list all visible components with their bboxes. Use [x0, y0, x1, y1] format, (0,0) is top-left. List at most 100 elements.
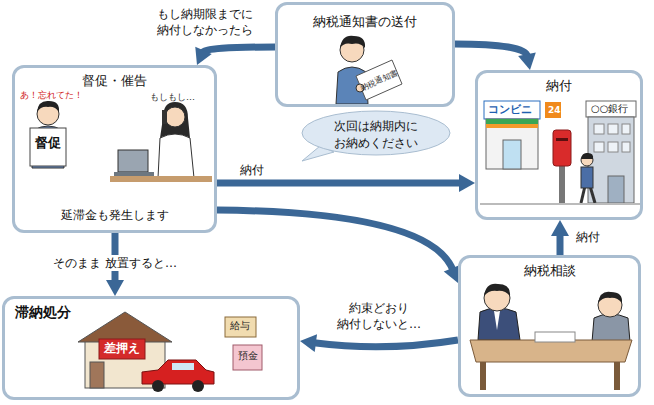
flow-arrow	[455, 44, 536, 70]
boy-with-notice	[336, 36, 402, 104]
bank-building-part	[608, 124, 618, 134]
woman-on-phone	[110, 102, 212, 182]
speech-bubble-body	[302, 111, 450, 155]
flow-arrow-line	[203, 47, 275, 52]
post-box-part	[556, 138, 568, 141]
flow-arrow	[195, 47, 275, 65]
process-box: 滞納処分	[2, 296, 300, 400]
node-title: 納付	[546, 77, 572, 94]
illustration-text: 預金	[238, 350, 258, 362]
walking-person-part	[581, 186, 585, 203]
speech-bubble-outline	[298, 108, 454, 162]
consultation-scene-part	[470, 340, 632, 362]
convenience-store-part	[484, 101, 540, 119]
flow-arrow-line	[217, 210, 453, 270]
seized-car	[142, 360, 214, 392]
woman-on-phone-part	[114, 172, 154, 176]
flow-arrow-line	[557, 234, 564, 255]
convenience-store-part	[486, 124, 538, 128]
illustration-text: ○○銀行	[591, 103, 628, 115]
woman-on-phone-part	[162, 110, 167, 124]
seized-house-part	[78, 312, 172, 342]
consultation-scene-part	[535, 332, 575, 342]
illustration-text: 給与	[230, 320, 250, 332]
node-title: 納税相談	[524, 262, 576, 279]
walking-person	[480, 153, 640, 204]
flow-arrow	[300, 334, 458, 352]
convenience-store	[484, 101, 561, 169]
bank-building-part	[588, 117, 634, 203]
consultation-scene-part	[494, 311, 500, 330]
seized-car-part	[152, 380, 164, 392]
woman-on-phone-part	[165, 107, 185, 127]
boy-with-reminder-part	[30, 128, 66, 166]
illustration-text: コンビニ	[488, 104, 532, 117]
bank-building-part	[594, 142, 604, 152]
bank-building-part	[622, 142, 630, 152]
edge-label: そのまま 放置すると…	[51, 255, 179, 271]
boy-with-notice-part	[356, 60, 402, 100]
consultation-scene-part	[592, 314, 630, 342]
seized-car-part	[142, 360, 214, 384]
arrow-head	[459, 174, 475, 192]
bankbook	[233, 345, 262, 370]
arrow-head	[106, 280, 124, 296]
edge-label: もし納期限までに 納付しなかったら	[148, 6, 262, 38]
node-title: 督促・催告	[82, 72, 147, 89]
woman-on-phone-part	[158, 134, 194, 178]
bank-building-part	[586, 101, 636, 117]
consultation-scene-part	[484, 284, 510, 296]
node-title: 納税通知書の送付	[313, 13, 417, 30]
node-title: 滞納処分	[15, 304, 71, 321]
node-note: 延滞金も発生します	[61, 207, 169, 224]
boy-with-reminder	[30, 101, 66, 168]
edge-label: 約束どおり 納付しないと…	[322, 300, 436, 332]
seized-car-part	[172, 363, 194, 370]
arrow-head	[300, 334, 317, 352]
convenience-store-part	[503, 140, 521, 169]
flow-arrow-line	[455, 44, 527, 56]
post-box-part	[553, 130, 571, 166]
woman-on-phone-part	[110, 176, 212, 182]
walking-person-part	[581, 153, 593, 159]
flow-arrow	[217, 210, 461, 283]
convenience-store-part	[486, 119, 538, 124]
bank-building-part	[608, 142, 618, 152]
arrow-head	[551, 220, 569, 236]
edge-label: 納付	[238, 162, 266, 178]
salary-envelope-part	[225, 317, 256, 337]
node-title: 次回は納期内に お納めください	[328, 118, 424, 152]
illustration-text: 差押え	[104, 342, 140, 356]
illustration-text: あ！忘れてた！	[20, 90, 83, 100]
illustration-text: 24	[548, 105, 561, 115]
seized-car-part	[192, 380, 204, 392]
illustration-text: 納税通知書	[359, 68, 399, 93]
walking-person-part	[590, 186, 595, 203]
convenience-store-part	[486, 119, 538, 169]
woman-on-phone-part	[118, 150, 148, 172]
seized-house-part	[90, 362, 104, 388]
illustration-text: もしもし…	[150, 92, 195, 102]
flow-arrow	[551, 220, 569, 255]
illustration-text: 督促	[35, 136, 61, 151]
boy-with-notice-part	[340, 36, 365, 48]
consultation-scene-part	[480, 362, 486, 390]
bank-building-part	[594, 124, 604, 134]
convenience-store-part	[545, 102, 561, 118]
post-box	[553, 130, 571, 204]
post-box-part	[559, 166, 565, 204]
seized-house-part	[99, 339, 145, 359]
flow-arrow-line	[217, 180, 461, 187]
speech-bubble: 次回は納期内に お納めください	[298, 108, 454, 162]
process-box: 納税相談	[458, 255, 641, 397]
bankbook-part	[233, 345, 262, 370]
bank-building-part	[622, 124, 630, 134]
consultation-scene-part	[478, 308, 520, 340]
boy-with-reminder-part	[37, 101, 59, 112]
salary-envelope	[225, 317, 256, 337]
bank-building-part	[608, 176, 624, 203]
flow-arrow-line	[314, 340, 458, 347]
